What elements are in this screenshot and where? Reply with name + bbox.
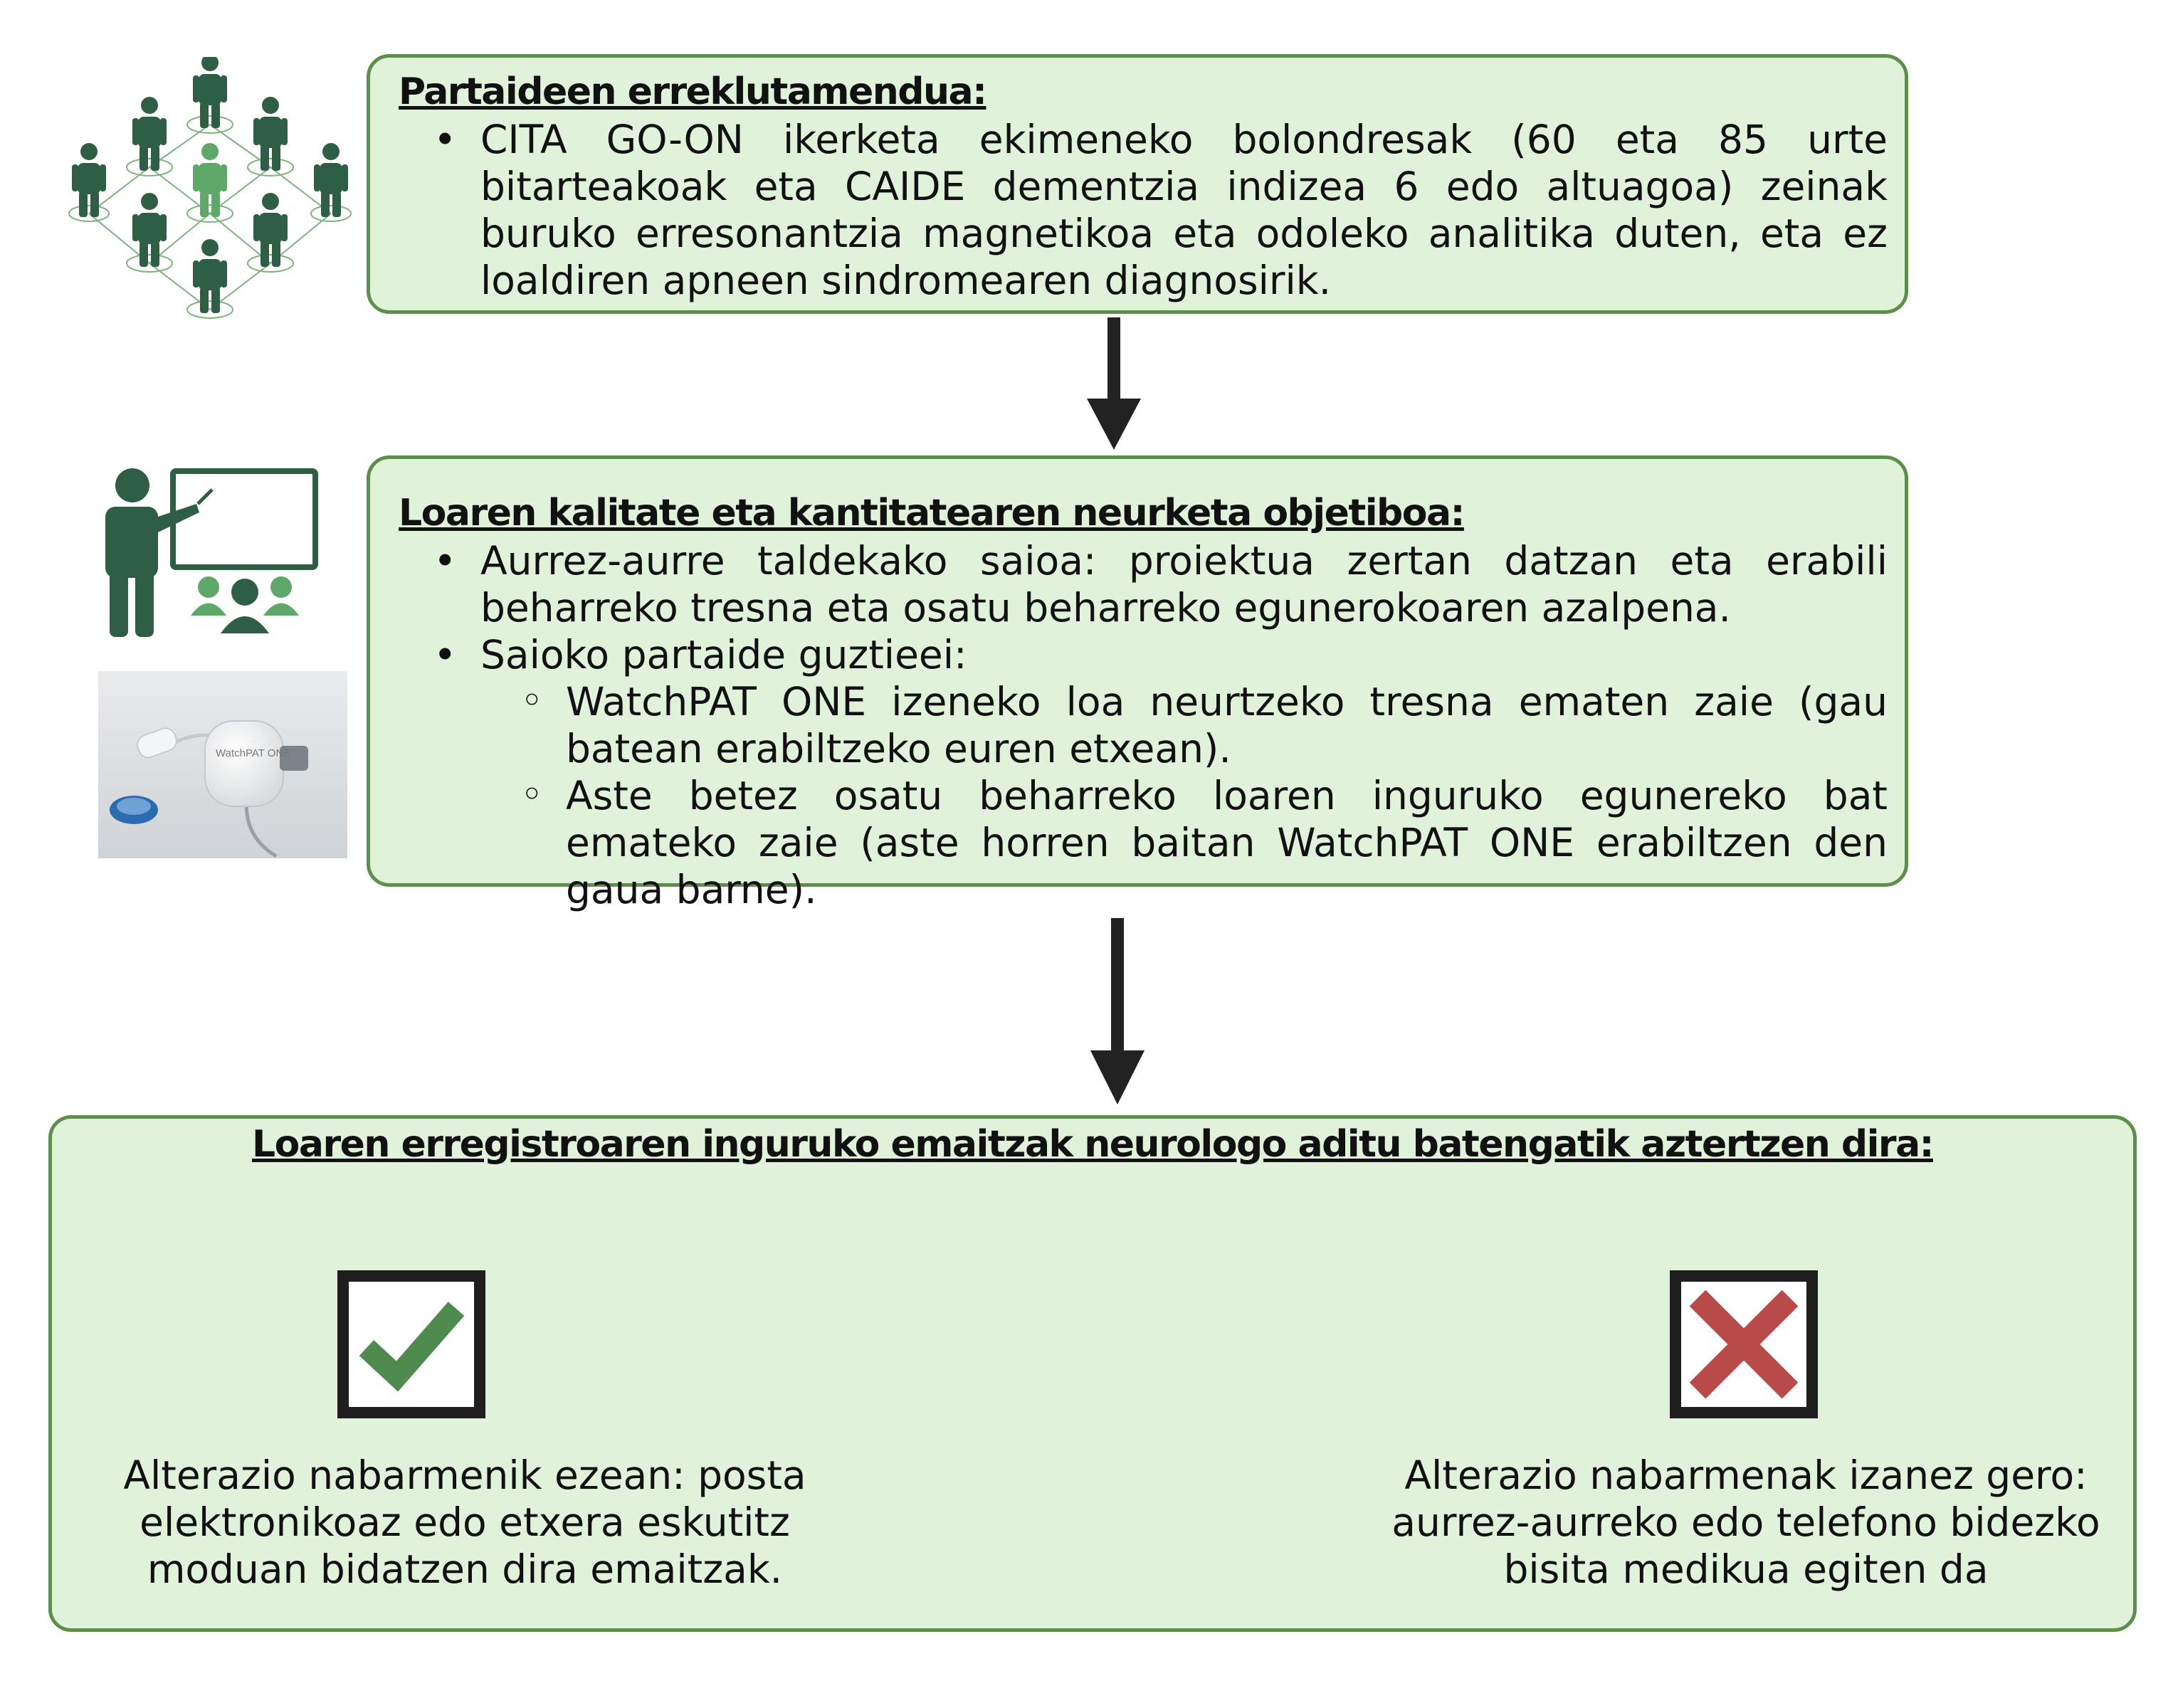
cross-icon — [1670, 1270, 1818, 1418]
down-arrow-icon — [1090, 918, 1145, 1105]
measurement-title: Loaren kalitate eta kantitatearen neurke… — [399, 492, 1465, 534]
negative-outcome-text: Alterazio nabarmenak izanez gero: aurrez… — [1391, 1453, 2100, 1592]
measurement-bullet-participants: Saioko partaide guztieei: — [433, 631, 1888, 678]
measurement-subbullet-diary: Aste betez osatu beharreko loaren inguru… — [520, 771, 1888, 913]
recruitment-title: Partaideen erreklutamendua: — [399, 70, 987, 113]
check-icon — [337, 1270, 485, 1418]
down-arrow-icon — [1087, 317, 1141, 450]
recruitment-bullet: CITA GO-ON ikerketa ekimeneko bolondresa… — [433, 116, 1888, 304]
results-box: Loaren erregistroaren inguruko emaitzak … — [48, 1115, 2137, 1632]
recruitment-box: Partaideen erreklutamendua: CITA GO-ON i… — [367, 54, 1908, 314]
watchpat-device-photo: WatchPAT ONE — [98, 671, 347, 858]
participants-network-icon — [68, 57, 352, 319]
presentation-icon — [105, 468, 318, 637]
measurement-box: Loaren kalitate eta kantitatearen neurke… — [367, 455, 1908, 912]
results-title: Loaren erregistroaren inguruko emaitzak … — [252, 1123, 1934, 1166]
measurement-subbullet-device: WatchPAT ONE izeneko loa neurtzeko tresn… — [520, 677, 1888, 772]
positive-outcome-text: Alterazio nabarmenik ezean: posta elektr… — [123, 1453, 806, 1592]
measurement-bullet-session: Aurrez-aurre taldekako saioa: proiektua … — [433, 537, 1888, 631]
device-label: WatchPAT ONE — [216, 747, 290, 759]
